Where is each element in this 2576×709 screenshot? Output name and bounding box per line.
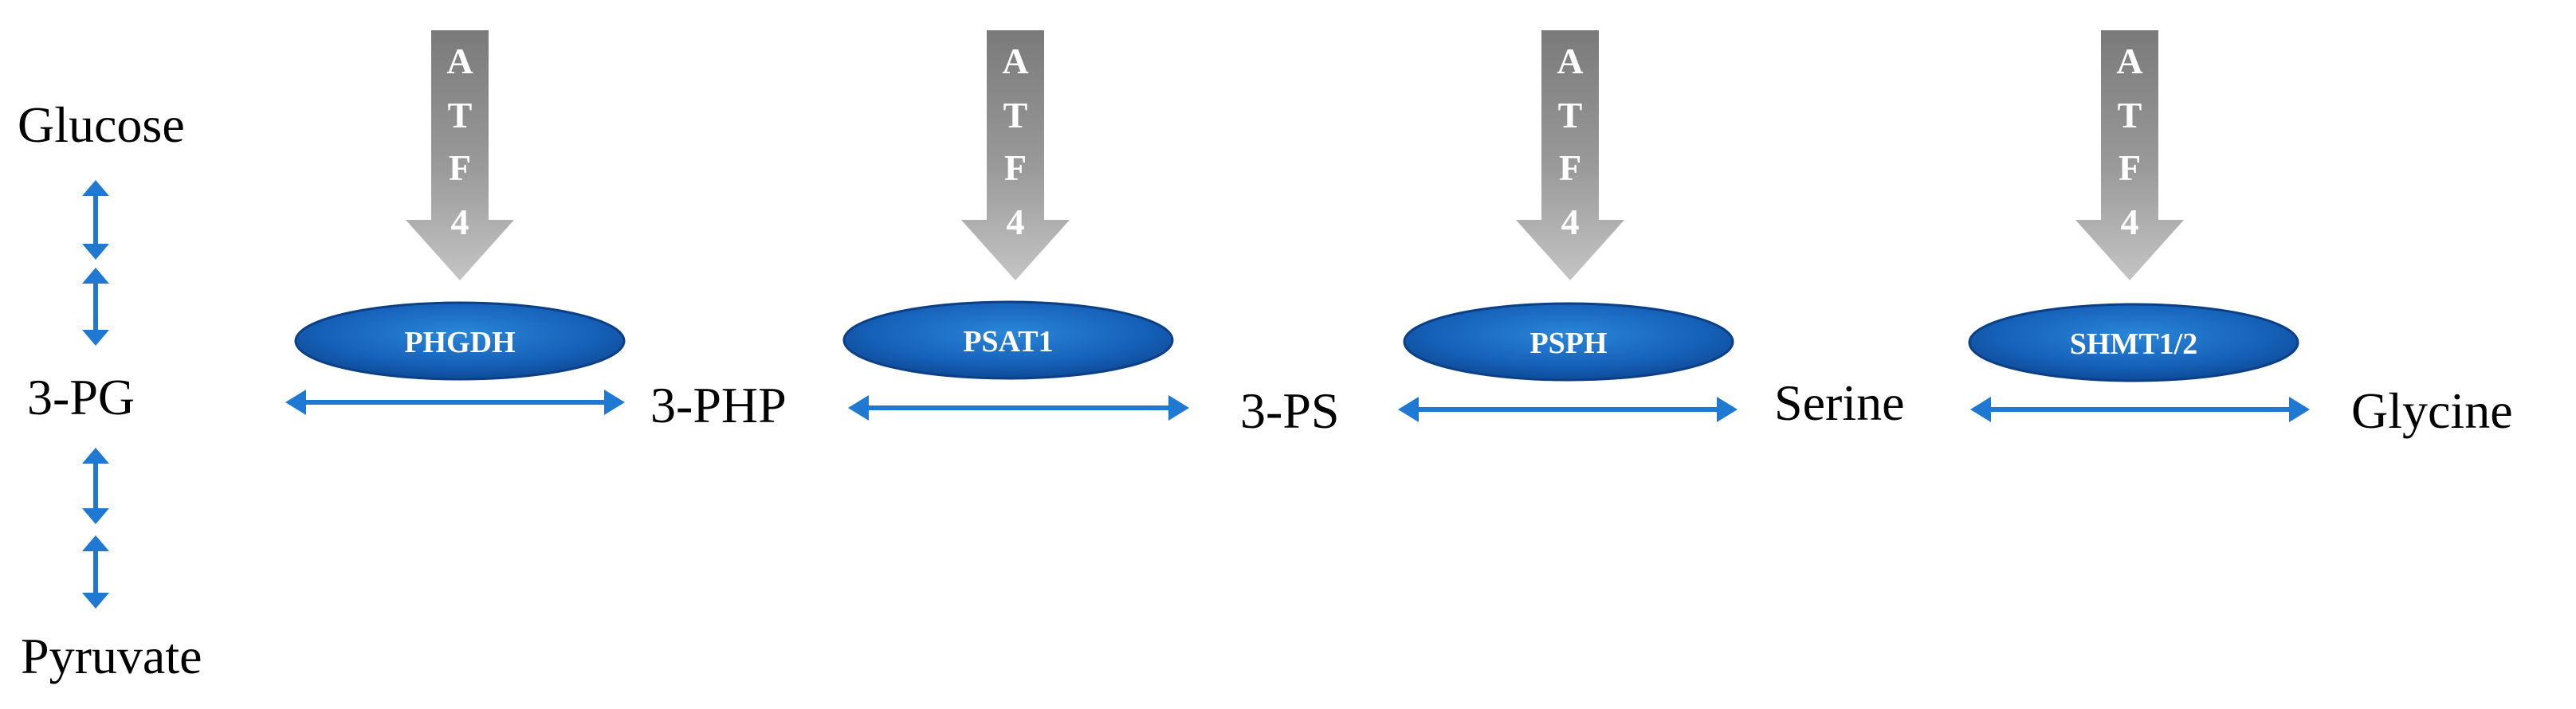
atf4-letter: T bbox=[1003, 95, 1028, 135]
atf4-arrow-phgdh: A T F 4 bbox=[406, 30, 514, 280]
atf4-letter: T bbox=[2118, 95, 2142, 135]
enzyme-psph: PSPH bbox=[1403, 302, 1734, 382]
enzyme-label-psph: PSPH bbox=[1530, 327, 1607, 360]
atf4-letter: A bbox=[446, 41, 473, 81]
atf4-letter: F bbox=[1004, 147, 1027, 188]
atf4-arrow-psat1: A T F 4 bbox=[961, 30, 1070, 280]
enzyme-label-shmt: SHMT1/2 bbox=[2070, 327, 2197, 361]
metabolite-glucose: Glucose bbox=[18, 96, 185, 153]
metabolite-3-pg: 3-PG bbox=[27, 369, 135, 425]
metabolite-3-ps: 3-PS bbox=[1240, 382, 1340, 439]
reaction-arrow-shmt bbox=[1970, 397, 2310, 422]
metabolite-3-php: 3-PHP bbox=[650, 377, 787, 433]
atf4-letter: F bbox=[449, 147, 471, 188]
reaction-arrow-psph bbox=[1398, 397, 1738, 422]
atf4-letter: 4 bbox=[2121, 202, 2139, 242]
atf4-letter: 4 bbox=[451, 202, 469, 242]
atf4-letter: T bbox=[448, 95, 473, 135]
atf4-arrow-psph: A T F 4 bbox=[1516, 30, 1624, 280]
atf4-letter: 4 bbox=[1007, 202, 1025, 242]
atf4-letter: A bbox=[1002, 41, 1028, 81]
atf4-letter: F bbox=[1559, 147, 1581, 188]
atf4-letter: A bbox=[2116, 41, 2142, 81]
atf4-letter: F bbox=[2119, 147, 2141, 188]
enzyme-phgdh: PHGDH bbox=[294, 301, 626, 381]
vertical-arrow-glucose-2 bbox=[82, 268, 109, 346]
reaction-arrow-psat1 bbox=[848, 395, 1189, 421]
vertical-arrow-glucose-1 bbox=[82, 180, 109, 260]
metabolite-pyruvate: Pyruvate bbox=[21, 628, 202, 684]
atf4-letter: T bbox=[1558, 95, 1583, 135]
atf4-arrow-shmt: A T F 4 bbox=[2075, 30, 2184, 280]
metabolite-serine: Serine bbox=[1774, 374, 1905, 431]
reaction-arrow-phgdh bbox=[285, 390, 625, 415]
atf4-letter: A bbox=[1557, 41, 1583, 81]
enzyme-label-psat1: PSAT1 bbox=[963, 325, 1053, 358]
vertical-arrow-pyruvate-2 bbox=[82, 535, 109, 609]
vertical-arrow-pyruvate-1 bbox=[82, 448, 109, 524]
metabolite-glycine: Glycine bbox=[2351, 382, 2513, 439]
atf4-letter: 4 bbox=[1561, 202, 1580, 242]
enzyme-label-phgdh: PHGDH bbox=[404, 326, 515, 359]
enzyme-psat1: PSAT1 bbox=[842, 300, 1174, 380]
enzyme-shmt: SHMT1/2 bbox=[1968, 303, 2299, 382]
